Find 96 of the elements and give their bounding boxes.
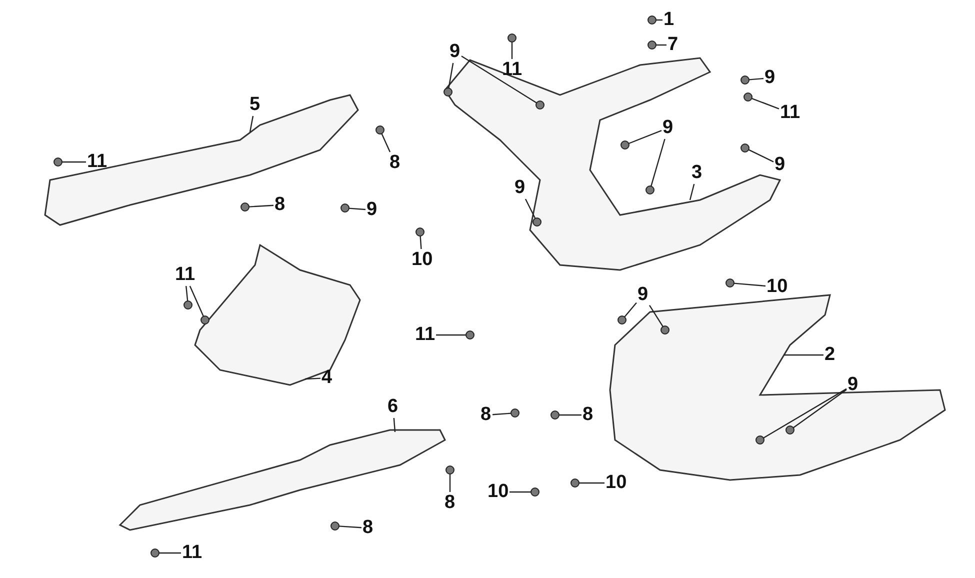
leader-line — [189, 286, 204, 317]
callout-number: 11 — [175, 265, 196, 285]
callout-number: 8 — [582, 405, 594, 425]
screw-icon — [620, 140, 630, 150]
callout-number: 6 — [388, 397, 398, 417]
screw-icon — [240, 202, 250, 212]
leader-line — [381, 133, 391, 152]
screw-icon — [416, 228, 424, 236]
leader-line — [249, 116, 254, 132]
callout-number: 7 — [668, 35, 678, 55]
leader-line — [436, 334, 466, 336]
callout-number: 9 — [514, 178, 526, 198]
screw-icon — [646, 186, 654, 194]
leader-line — [748, 78, 764, 80]
callout-number: 9 — [366, 200, 378, 220]
leader-line — [748, 149, 774, 162]
screw-icon — [726, 278, 734, 288]
leader-line — [62, 161, 86, 163]
screw-icon — [648, 40, 656, 50]
leader-line — [492, 412, 512, 416]
screw-icon — [570, 478, 580, 488]
callout-number: 11 — [87, 152, 108, 172]
leader-line — [579, 482, 604, 484]
callout-number: 10 — [488, 482, 509, 502]
callout-number: 8 — [444, 493, 456, 513]
screw-icon — [740, 76, 750, 84]
screw-icon — [530, 488, 540, 496]
callout-number: 9 — [764, 68, 776, 88]
leader-line — [751, 98, 780, 110]
screw-icon — [184, 300, 192, 310]
leader-line — [448, 62, 454, 88]
screw-icon — [330, 522, 340, 530]
leader-line — [763, 388, 847, 439]
leader-line — [248, 204, 274, 208]
leader-line — [656, 44, 666, 46]
callout-number: 10 — [412, 250, 433, 270]
leader-line — [510, 491, 531, 493]
callout-number: 2 — [824, 345, 836, 365]
screw-icon — [150, 548, 160, 558]
screw-icon — [508, 34, 516, 42]
callout-number: 8 — [362, 518, 374, 538]
leader-line — [348, 208, 366, 210]
callout-number: 11 — [182, 543, 202, 563]
screw-icon — [200, 316, 210, 324]
leader-line — [650, 138, 666, 186]
leader-line — [734, 282, 766, 287]
screw-icon — [756, 436, 764, 444]
leader-line — [649, 304, 664, 327]
callout-number: 4 — [322, 368, 332, 388]
callout-number: 9 — [450, 42, 460, 62]
callout-number: 9 — [662, 118, 674, 138]
leader-line — [624, 302, 637, 318]
leader-line — [524, 198, 536, 219]
leader-line — [393, 418, 396, 432]
leader-line — [338, 526, 362, 528]
screw-icon — [376, 126, 384, 134]
callout-number: 9 — [774, 155, 786, 175]
callout-number: 8 — [274, 195, 286, 215]
callout-number: 8 — [390, 153, 400, 173]
callout-number: 9 — [638, 285, 648, 305]
screw-icon — [54, 158, 62, 166]
screw-icon — [744, 92, 752, 102]
callout-number: 3 — [692, 163, 702, 183]
leader-line — [792, 389, 847, 428]
screw-icon — [510, 408, 520, 418]
screw-icon — [648, 16, 656, 24]
screw-icon — [618, 316, 626, 324]
leader-line — [159, 552, 181, 554]
callout-number: 10 — [766, 277, 788, 297]
leader-line — [449, 474, 451, 492]
callout-number: 10 — [606, 473, 627, 493]
leader-line — [628, 130, 662, 144]
leader-line — [656, 19, 662, 21]
leader-line — [186, 286, 188, 302]
leader-line — [784, 354, 824, 356]
leader-line — [420, 236, 422, 250]
screw-icon — [340, 204, 350, 212]
callout-number: 8 — [480, 405, 492, 425]
leader-line — [304, 378, 321, 380]
leader-line — [559, 414, 582, 416]
callout-number: 9 — [848, 375, 858, 395]
callout-number: 1 — [664, 10, 674, 30]
screw-icon — [444, 88, 452, 96]
callout-number: 11 — [780, 103, 800, 123]
rail-panel-drawing — [44, 94, 359, 226]
leader-line — [511, 42, 513, 59]
screw-icon — [740, 144, 750, 152]
screw-icon — [446, 466, 454, 474]
callout-number: 11 — [502, 60, 522, 80]
inner-cover-drawing — [194, 244, 361, 386]
callout-number: 11 — [415, 325, 436, 345]
screw-icon — [550, 410, 560, 420]
leader-line — [461, 56, 537, 104]
leader-line — [689, 184, 695, 200]
callout-number: 5 — [250, 95, 260, 115]
screw-icon — [466, 330, 474, 340]
